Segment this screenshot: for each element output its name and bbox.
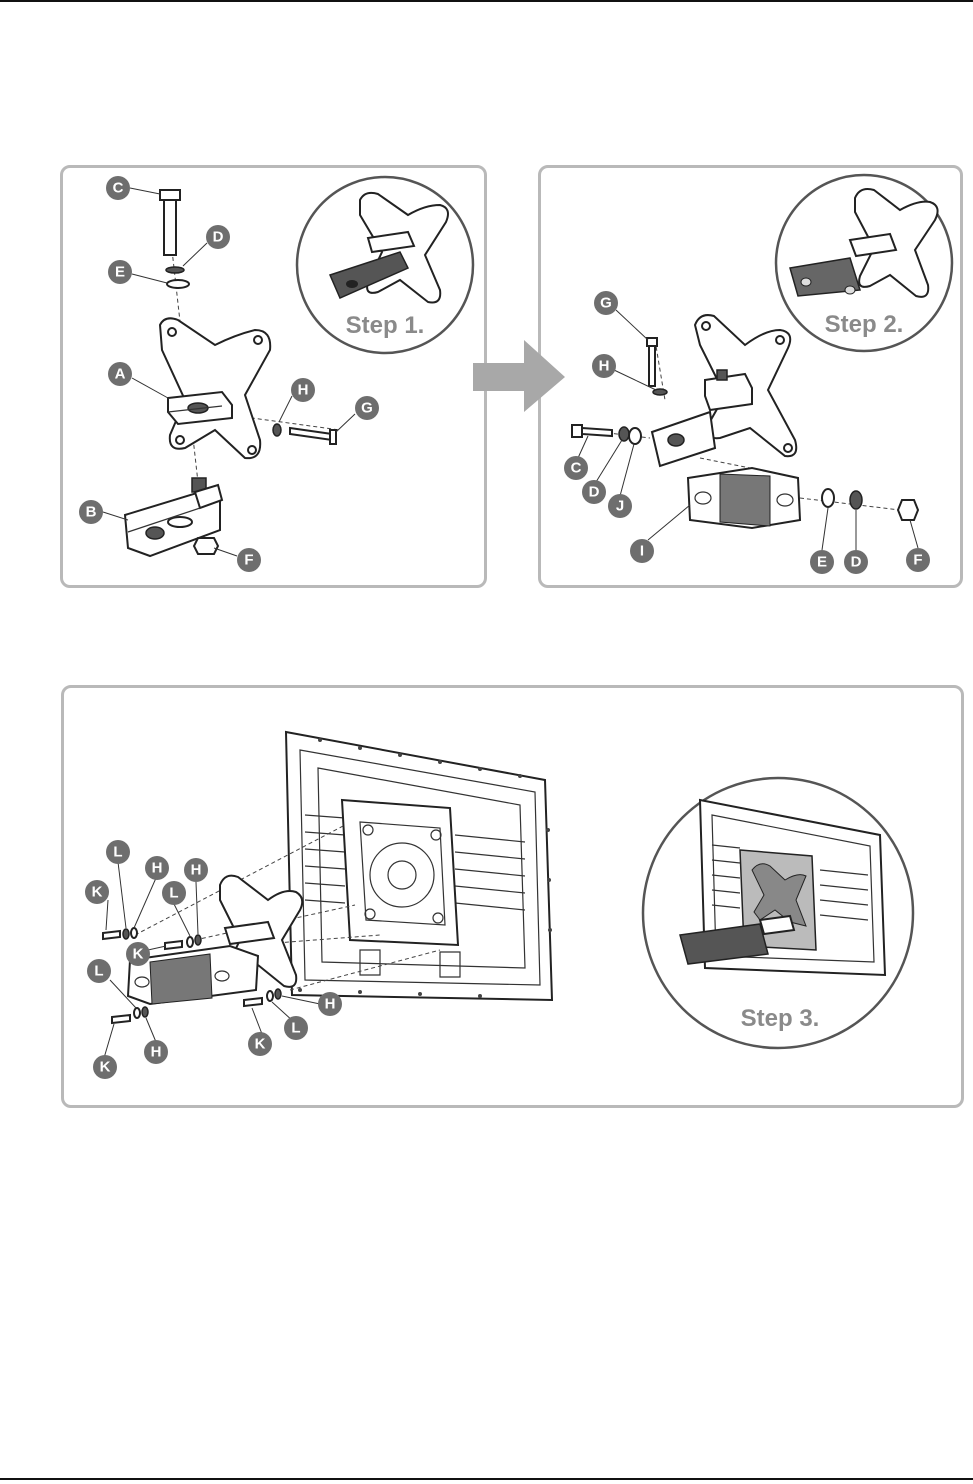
label-a: A [108, 362, 132, 386]
step3-label: Step 3. [741, 1005, 820, 1032]
label-d: D [206, 225, 230, 249]
svg-text:H: H [191, 862, 202, 879]
svg-text:D: D [851, 554, 862, 571]
label-k-3d: K [93, 1055, 117, 1079]
label-h: H [291, 378, 315, 402]
label-e-2: E [810, 550, 834, 574]
label-c-2: C [564, 456, 588, 480]
label-g: G [355, 396, 379, 420]
svg-text:K: K [255, 1036, 266, 1053]
label-e: E [108, 260, 132, 284]
step2-exploded-view: G H C D J I E D F Step 2. [564, 175, 952, 574]
label-k-3c: K [248, 1032, 272, 1056]
svg-text:F: F [913, 552, 922, 569]
svg-text:K: K [133, 946, 144, 963]
svg-text:C: C [571, 460, 582, 477]
svg-text:K: K [100, 1059, 111, 1076]
label-g-2: G [594, 291, 618, 315]
svg-text:K: K [92, 884, 103, 901]
svg-text:L: L [94, 963, 103, 980]
label-k-3a: K [85, 880, 109, 904]
svg-text:J: J [616, 498, 624, 515]
step1-label: Step 1. [346, 312, 425, 339]
monitor-back-drawing [286, 732, 552, 1000]
step2-inset: Step 2. [776, 175, 952, 351]
label-d-2b: D [844, 550, 868, 574]
label-h-3b: H [184, 858, 208, 882]
svg-text:F: F [244, 552, 253, 569]
step1-inset: Step 1. [297, 177, 473, 353]
svg-text:L: L [169, 885, 178, 902]
label-k-3b: K [126, 942, 150, 966]
svg-text:G: G [600, 295, 612, 312]
clamp-a-drawing [168, 392, 232, 424]
svg-text:I: I [640, 543, 644, 560]
label-b: B [79, 500, 103, 524]
label-l-3d: L [284, 1016, 308, 1040]
label-i-2: I [630, 539, 654, 563]
label-l-3a: L [106, 840, 130, 864]
svg-text:H: H [599, 358, 610, 375]
bolt-c-drawing [160, 190, 180, 255]
label-l-3b: L [162, 881, 186, 905]
svg-text:D: D [213, 229, 224, 246]
svg-text:A: A [115, 366, 126, 383]
svg-text:H: H [325, 996, 336, 1013]
label-h-3a: H [145, 856, 169, 880]
label-c: C [106, 176, 130, 200]
step3-exploded-view: L H H K L K L H L K H K Step 3. [85, 732, 913, 1079]
svg-text:L: L [113, 844, 122, 861]
arrow-right-icon [473, 340, 565, 412]
label-f-2: F [906, 548, 930, 572]
label-f: F [237, 548, 261, 572]
svg-text:H: H [151, 1044, 162, 1061]
step1-exploded-view: C D E A H G B F Step 1. [79, 176, 473, 572]
label-j-2: J [608, 494, 632, 518]
svg-text:B: B [86, 504, 97, 521]
step2-label: Step 2. [825, 311, 904, 338]
label-h-3c: H [318, 992, 342, 1016]
svg-text:D: D [589, 484, 600, 501]
svg-text:H: H [298, 382, 309, 399]
bracket-i-drawing [688, 468, 800, 528]
label-h-3d: H [144, 1040, 168, 1064]
label-l-3c: L [87, 959, 111, 983]
step3-inset: Step 3. [643, 778, 913, 1048]
svg-text:E: E [115, 264, 125, 281]
label-h-2: H [592, 354, 616, 378]
svg-text:H: H [152, 860, 163, 877]
svg-text:C: C [113, 180, 124, 197]
svg-text:L: L [291, 1020, 300, 1037]
svg-text:G: G [361, 400, 373, 417]
svg-text:E: E [817, 554, 827, 571]
label-d-2: D [582, 480, 606, 504]
